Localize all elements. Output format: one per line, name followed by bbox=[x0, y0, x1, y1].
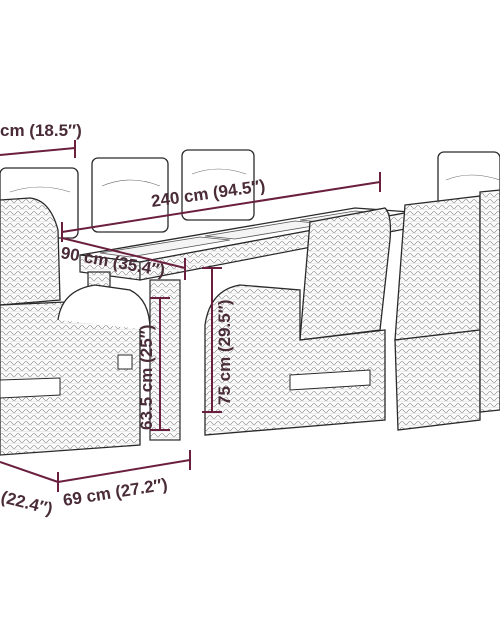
svg-text:69 cm (27.2″): 69 cm (27.2″) bbox=[62, 475, 169, 510]
front-right-chair bbox=[394, 189, 500, 431]
dimension-chair-width: 69 cm (27.2″) bbox=[57, 450, 191, 510]
front-middle-chair bbox=[204, 207, 392, 436]
dining-table bbox=[79, 207, 411, 441]
svg-text:75 cm (29.5″): 75 cm (29.5″) bbox=[215, 300, 234, 405]
svg-text:cm (18.5″): cm (18.5″) bbox=[0, 121, 82, 140]
back-chair-2 bbox=[91, 157, 169, 233]
dimension-seat-height: 63.5 cm (25″) bbox=[137, 297, 170, 431]
dimension-seat-width: cm (18.5″) bbox=[0, 121, 82, 158]
dimension-table-height: 75 cm (29.5″) bbox=[202, 267, 234, 413]
dimension-chair-depth: (22.4″) bbox=[0, 461, 59, 519]
svg-text:63.5 cm (25″): 63.5 cm (25″) bbox=[137, 325, 156, 430]
svg-text:(22.4″): (22.4″) bbox=[0, 487, 55, 518]
front-left-chair bbox=[0, 197, 151, 456]
back-chair-3 bbox=[181, 149, 255, 221]
